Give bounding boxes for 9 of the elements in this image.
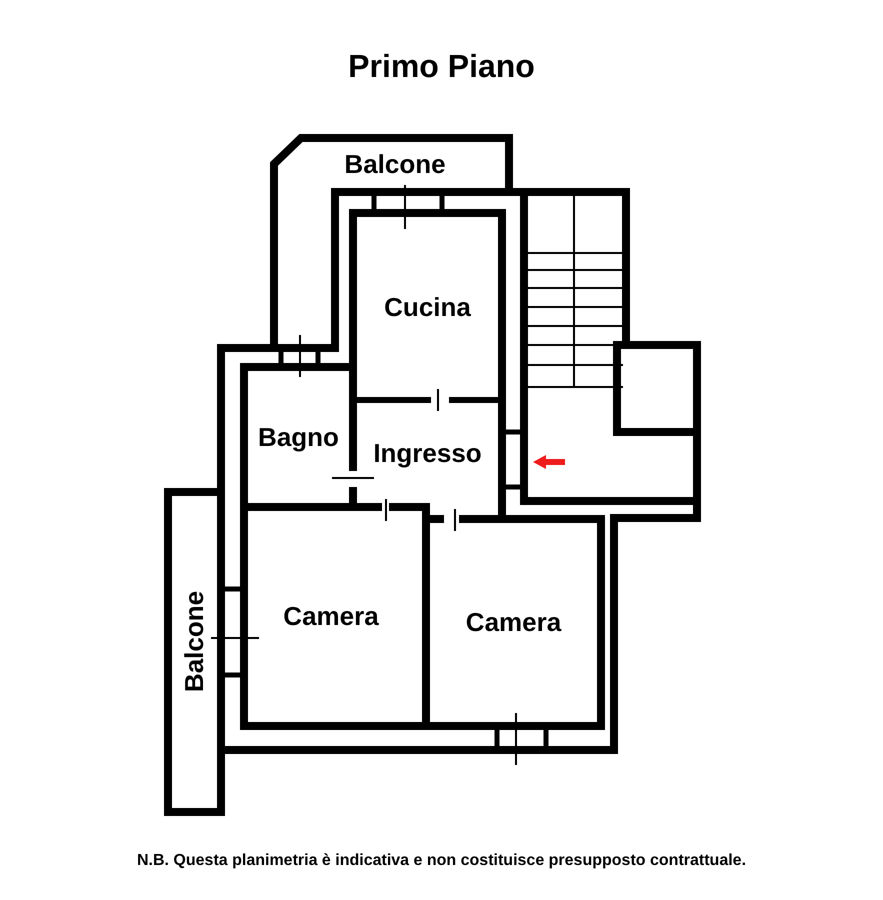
room-label: Camera bbox=[466, 607, 562, 638]
room-label: Bagno bbox=[258, 422, 339, 452]
room-label: Ingresso bbox=[373, 438, 482, 468]
disclaimer-note: N.B. Questa planimetria è indicativa e non costituisce presupposto contrattuale. bbox=[136, 852, 748, 870]
room-label: Camera bbox=[283, 601, 379, 632]
room-label: Balcone bbox=[344, 148, 446, 180]
room-label: Balcone bbox=[180, 590, 210, 692]
room-label: Cucina bbox=[384, 292, 471, 322]
title: Primo Piano bbox=[347, 48, 536, 85]
